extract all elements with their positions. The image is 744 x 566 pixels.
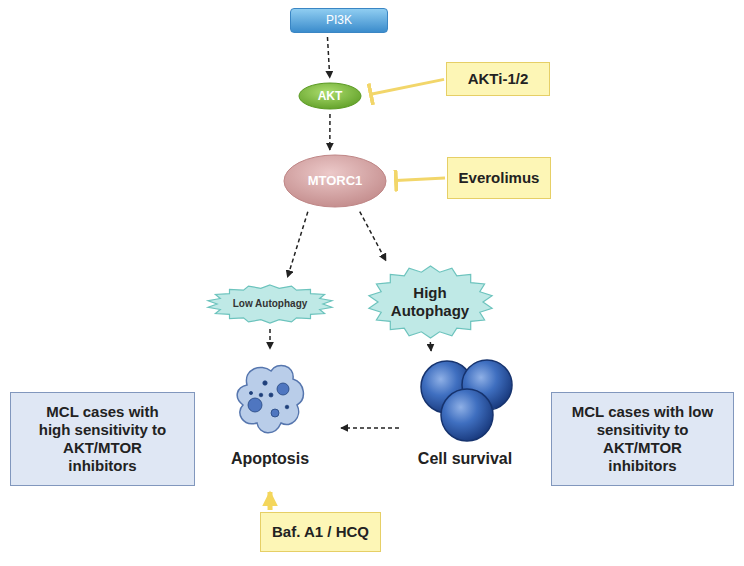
pathway-arrow [360,212,386,261]
node-label: High Autophagy [389,284,471,320]
node-label: Cell survival [418,449,512,468]
pathway-arrow [327,37,329,78]
apoptotic-cell-drawing [225,355,315,445]
kinase-ellipse: AKT [298,82,362,110]
inhibitor-box: Everolimus [447,157,551,199]
inhibitor-box: AKTi-1/2 [446,62,550,96]
cell-outline [237,365,303,432]
nuclear-fragment [285,405,289,409]
node-label: MCL cases with high sensitivity to AKT/M… [30,403,175,475]
pathway-arrow [329,114,331,150]
node-label: MTORC1 [308,173,363,189]
pathway-arrow [341,427,399,429]
cell-cluster-drawing [405,355,525,445]
note-box: MCL cases with high sensitivity to AKT/M… [10,392,195,486]
node-label: Low Autophagy [233,298,308,310]
nuclear-fragment [263,381,267,385]
state-star: Low Autophagy [207,285,333,323]
apoptosis-cell: Apoptosis [225,355,315,490]
node-label: PI3K [326,13,352,27]
pathway-arrow [430,342,432,351]
nuclear-fragment [248,398,262,412]
nuclear-fragment [259,393,263,397]
nuclear-fragment [271,409,279,417]
inhibition-line [396,178,445,180]
pathway-arrow [287,212,307,278]
node-label: AKTi-1/2 [468,70,529,88]
kinase-box: PI3K [290,8,388,33]
node-label: Apoptosis [231,449,309,468]
nuclear-fragment [277,383,289,395]
pathway-arrow [268,492,273,510]
inhibitor-box: Baf. A1 / HCQ [260,512,381,552]
nuclear-fragment [249,391,252,394]
inhibition-line [371,79,444,94]
surviving-cells: Cell survival [405,355,525,490]
node-label: MCL cases with low sensitivity to AKT/MT… [570,403,715,475]
pathway-arrow [269,329,271,349]
node-label: Everolimus [459,169,540,187]
note-box: MCL cases with low sensitivity to AKT/MT… [551,392,734,486]
cell-sphere [441,389,493,441]
state-star: High Autophagy [368,266,493,338]
nuclear-fragment [269,393,273,397]
node-label: Baf. A1 / HCQ [272,523,369,541]
node-label: AKT [318,89,343,103]
complex-ellipse: MTORC1 [283,154,387,208]
